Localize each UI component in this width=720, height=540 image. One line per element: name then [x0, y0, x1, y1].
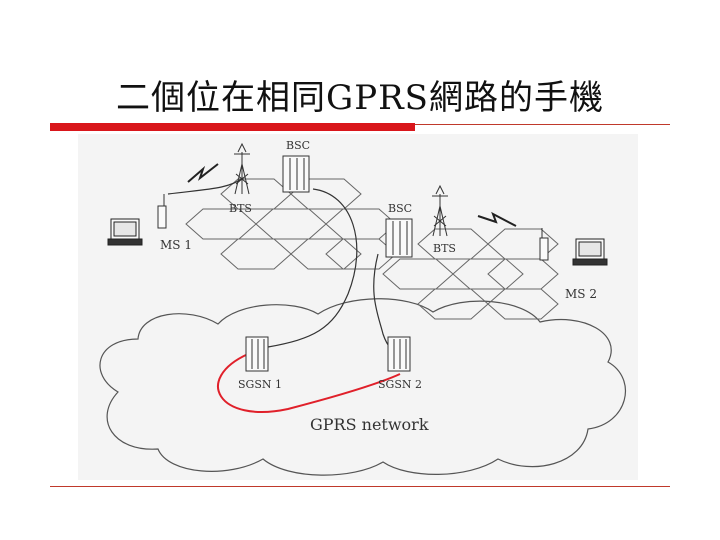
ms2-laptop-icon [572, 238, 608, 266]
bsc-left-server-icon [282, 155, 310, 193]
link-bts-left-arc [167, 177, 244, 195]
bsc-right-server-icon [385, 218, 413, 258]
bts-left-label: BTS [229, 202, 252, 215]
gprs-network-label: GPRS network [310, 415, 429, 434]
bts-right-antenna-tower-icon [432, 184, 448, 237]
ms1-phone-icon [157, 194, 167, 229]
diagram-canvas: BSC BTS MS 1 [99, 139, 626, 476]
bsc-right-label: BSC [388, 202, 412, 215]
ms2-phone-icon [539, 228, 549, 261]
sgsn1-label: SGSN 1 [238, 378, 282, 391]
title-accent-bar [50, 123, 415, 131]
ms1-label: MS 1 [160, 238, 192, 252]
title-divider-line [415, 124, 670, 125]
bts-right-label: BTS [433, 242, 456, 255]
footer-divider-line [50, 486, 670, 487]
radio-link-icon-left [187, 163, 219, 183]
sgsn2-label: SGSN 2 [378, 378, 422, 391]
ms2-label: MS 2 [565, 287, 597, 301]
link-bsc-left-to-sgsn1 [267, 188, 358, 348]
sgsn2-server-icon [387, 336, 411, 372]
bts-left-antenna-tower-icon [234, 142, 250, 195]
ms1-laptop-icon [107, 218, 143, 246]
slide-title: 二個位在相同GPRS網路的手機 [116, 78, 604, 118]
bsc-left-label: BSC [286, 139, 310, 152]
sgsn-interconnect-link [217, 353, 401, 413]
gprs-network-diagram: BSC BTS MS 1 [78, 134, 638, 480]
sgsn1-server-icon [245, 336, 269, 372]
cell-cluster-right [382, 228, 559, 320]
radio-link-icon-right [477, 211, 517, 227]
